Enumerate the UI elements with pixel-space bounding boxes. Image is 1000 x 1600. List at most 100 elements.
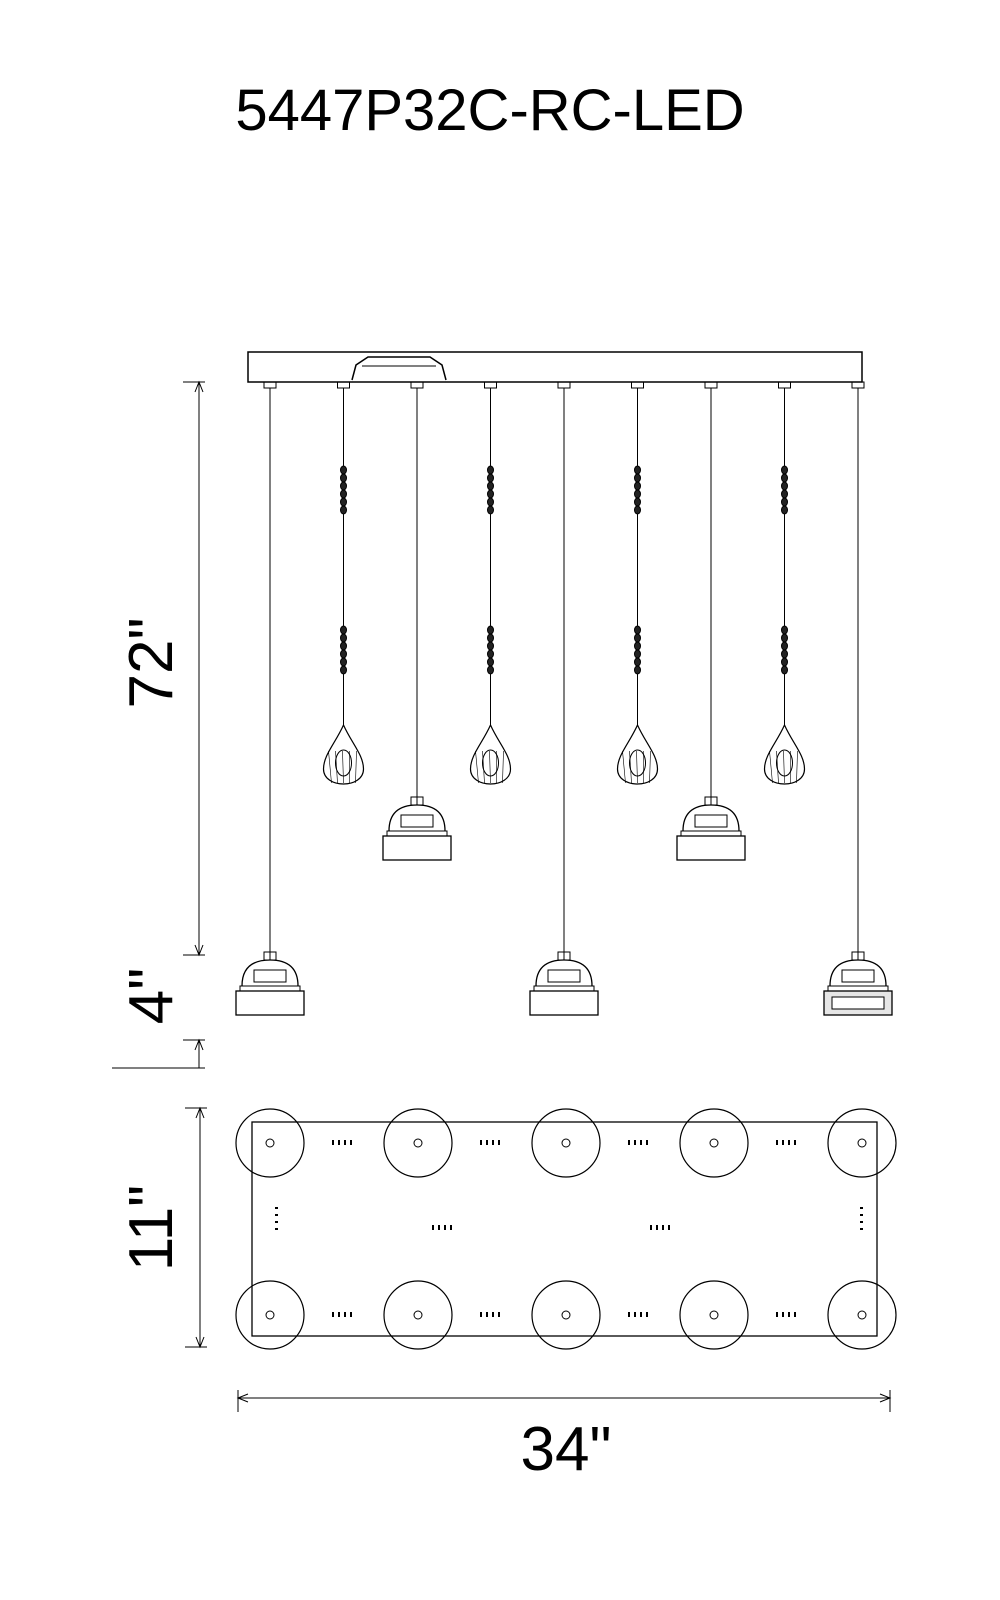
plan-mount-marks	[275, 1228, 278, 1230]
crystal-drop	[469, 723, 512, 785]
shade-rim	[239, 985, 301, 992]
plan-mount-marks	[640, 1312, 642, 1317]
bead	[781, 481, 788, 491]
bead	[487, 473, 494, 483]
mount	[484, 381, 497, 389]
pendant-2	[322, 381, 365, 785]
shade-height-label: 4"	[117, 968, 186, 1025]
mount	[778, 381, 791, 389]
pendant-9	[823, 381, 893, 1016]
drawing-title: 5447P32C-RC-LED	[235, 78, 744, 143]
mount	[263, 381, 277, 389]
bead	[634, 649, 641, 659]
plan-pendant-center	[857, 1138, 867, 1148]
canopy-plan-outline	[251, 1121, 878, 1337]
crystal-drop	[763, 723, 806, 785]
bead	[487, 665, 494, 675]
shade-dome	[682, 804, 740, 832]
shade-rim	[533, 985, 595, 992]
plan-pendant-center	[413, 1138, 423, 1148]
plan-mount-marks	[782, 1312, 784, 1317]
crystal-cut	[769, 750, 773, 784]
plan-mount-marks	[656, 1225, 658, 1230]
shade-dome	[388, 804, 446, 832]
bead	[634, 489, 641, 499]
crystal-cut	[328, 750, 332, 784]
bead	[781, 489, 788, 499]
pendant-7	[676, 381, 746, 861]
shade-inner	[253, 969, 287, 983]
plan-pendant-circle	[383, 1108, 453, 1178]
plan-mount-marks	[646, 1140, 648, 1145]
crystal-cut	[649, 750, 651, 784]
shade-base	[235, 990, 305, 1016]
mount	[704, 381, 718, 389]
crystal-facet	[482, 749, 499, 777]
shade-base-cutout	[831, 996, 885, 1010]
plan-pendant-circle	[235, 1108, 305, 1178]
crystal-cut	[636, 750, 638, 784]
canopy-junction-box	[351, 356, 447, 381]
bead	[340, 489, 347, 499]
mount	[631, 381, 644, 389]
plan-mount-marks	[275, 1214, 278, 1216]
plan-mount-marks	[344, 1140, 346, 1145]
bead	[487, 641, 494, 651]
crystal-cut	[355, 750, 357, 784]
plan-pendant-circle	[827, 1280, 897, 1350]
plan-mount-marks	[628, 1140, 630, 1145]
bead	[781, 665, 788, 675]
bead	[487, 481, 494, 491]
plan-pendant-center	[561, 1310, 571, 1320]
bead	[781, 473, 788, 483]
plan-mount-marks	[350, 1140, 352, 1145]
plan-mount-marks	[668, 1225, 670, 1230]
plan-mount-marks	[332, 1312, 334, 1317]
pendant-8	[763, 381, 806, 785]
shade-rim	[386, 830, 448, 837]
mount	[557, 381, 571, 389]
plan-mount-marks	[350, 1312, 352, 1317]
bead	[634, 497, 641, 507]
bead	[487, 633, 494, 643]
bead	[340, 473, 347, 483]
bead	[634, 505, 641, 515]
plan-mount-marks	[492, 1312, 494, 1317]
plan-mount-marks	[450, 1225, 452, 1230]
depth-label: 11"	[117, 1185, 186, 1271]
plan-mount-marks	[338, 1312, 340, 1317]
shade-inner	[841, 969, 875, 983]
plan-pendant-circle	[235, 1280, 305, 1350]
shade-inner	[694, 814, 728, 828]
depth-dimension: 11"	[117, 1106, 207, 1349]
bead	[634, 625, 641, 635]
bead	[340, 625, 347, 635]
plan-mount-marks	[438, 1225, 440, 1230]
width-label: 34"	[521, 1415, 612, 1484]
plan-mount-marks	[486, 1140, 488, 1145]
crystal-drop	[616, 723, 659, 785]
bead	[487, 489, 494, 499]
plan-mount-marks	[860, 1221, 863, 1223]
crystal-drop	[322, 723, 365, 785]
pendant-4	[469, 381, 512, 785]
bead	[781, 649, 788, 659]
bead	[634, 657, 641, 667]
plan-view	[235, 1108, 897, 1350]
bead	[781, 657, 788, 667]
crystal-facet	[335, 749, 352, 777]
plan-pendant-center	[265, 1138, 275, 1148]
plan-pendant-circle	[383, 1280, 453, 1350]
drop-height-label: 72"	[117, 618, 186, 709]
crystal-cut	[342, 750, 344, 784]
bead	[781, 465, 788, 475]
shade-base	[676, 835, 746, 861]
crystal-cut	[783, 750, 785, 784]
plan-pendant-center	[265, 1310, 275, 1320]
bead	[781, 633, 788, 643]
plan-mount-marks	[794, 1140, 796, 1145]
bead	[340, 497, 347, 507]
mount	[410, 381, 424, 389]
plan-mount-marks	[860, 1214, 863, 1216]
crystal-cut	[796, 750, 798, 784]
